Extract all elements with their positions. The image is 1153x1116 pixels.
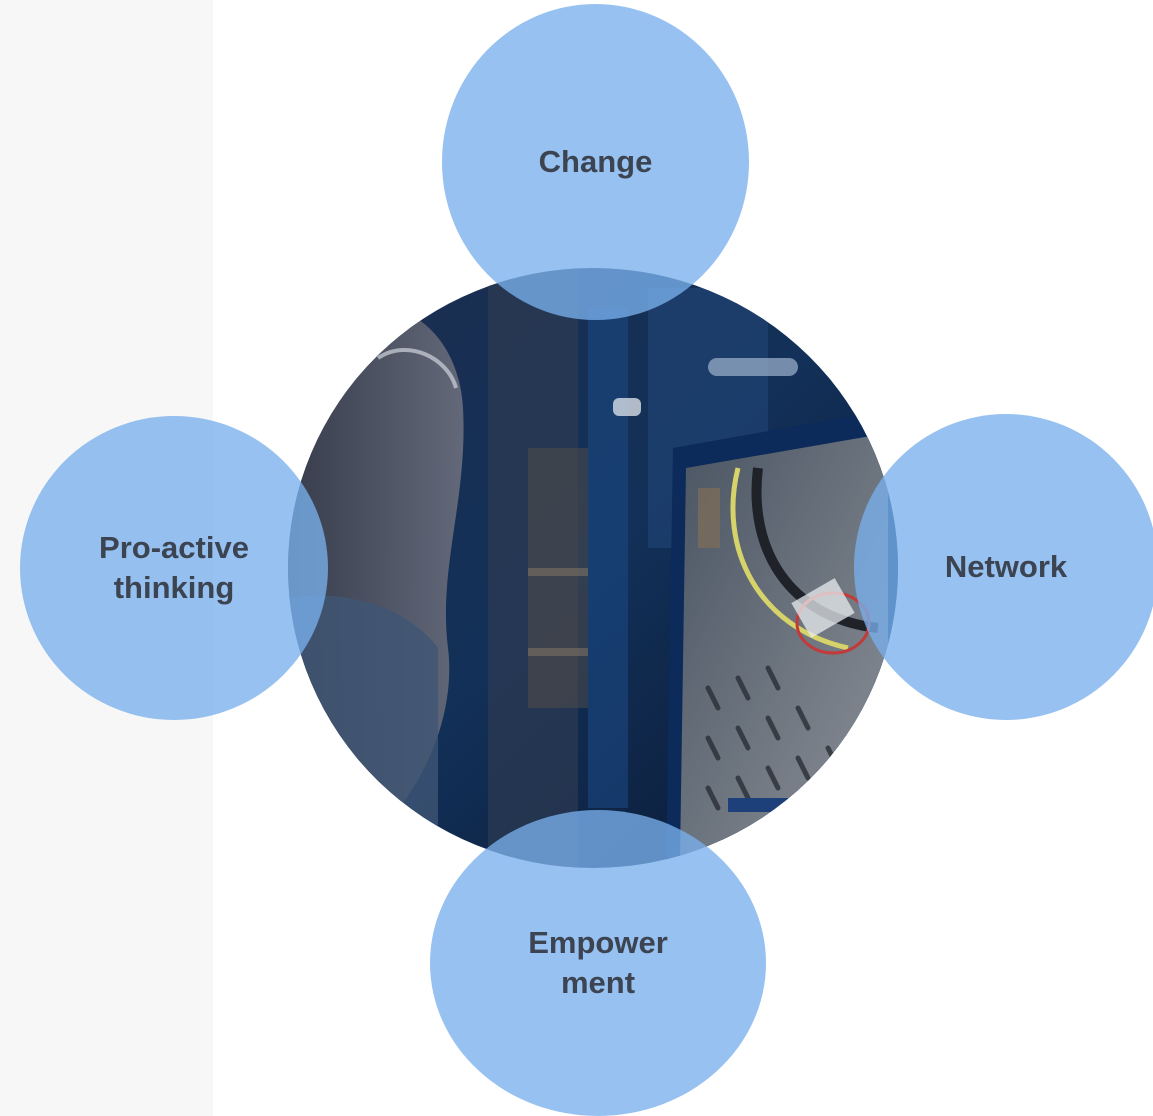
node-network: Network xyxy=(854,414,1153,720)
node-change: Change xyxy=(442,4,749,320)
node-empowerment: Empower ment xyxy=(430,810,766,1116)
center-photo xyxy=(288,268,898,868)
node-pro-active-thinking: Pro-active thinking xyxy=(20,416,328,720)
